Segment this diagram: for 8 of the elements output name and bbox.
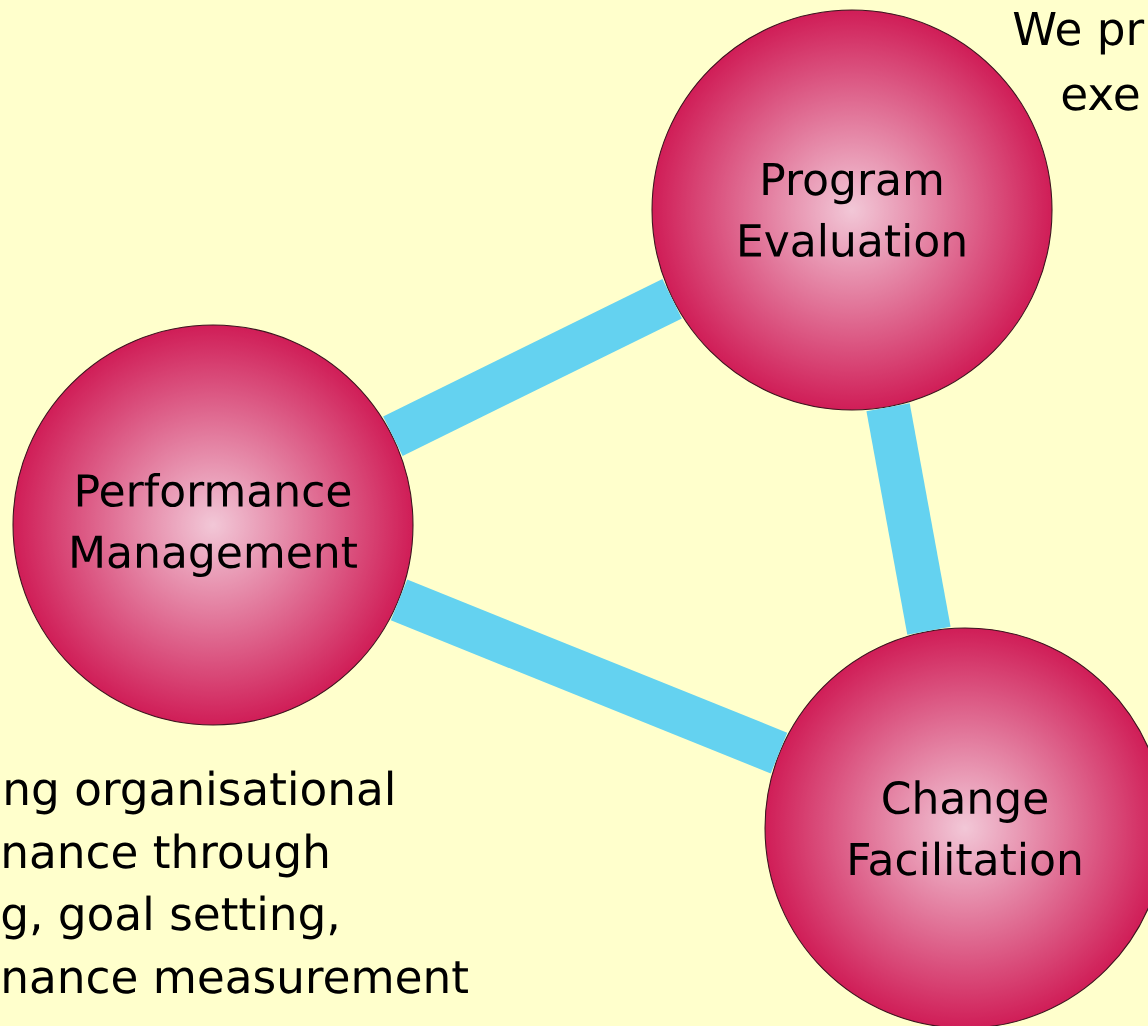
connector-bar bbox=[390, 579, 788, 774]
text-fragment: g, goal setting, bbox=[2, 895, 337, 940]
circle-node: Performance Management bbox=[12, 324, 414, 726]
text-fragment: nance measurement bbox=[4, 961, 468, 994]
connector-bar bbox=[383, 278, 682, 457]
text-fragment: nance through bbox=[4, 833, 328, 878]
text-fragment: ng organisational bbox=[6, 770, 393, 815]
connector-bar bbox=[866, 403, 951, 635]
